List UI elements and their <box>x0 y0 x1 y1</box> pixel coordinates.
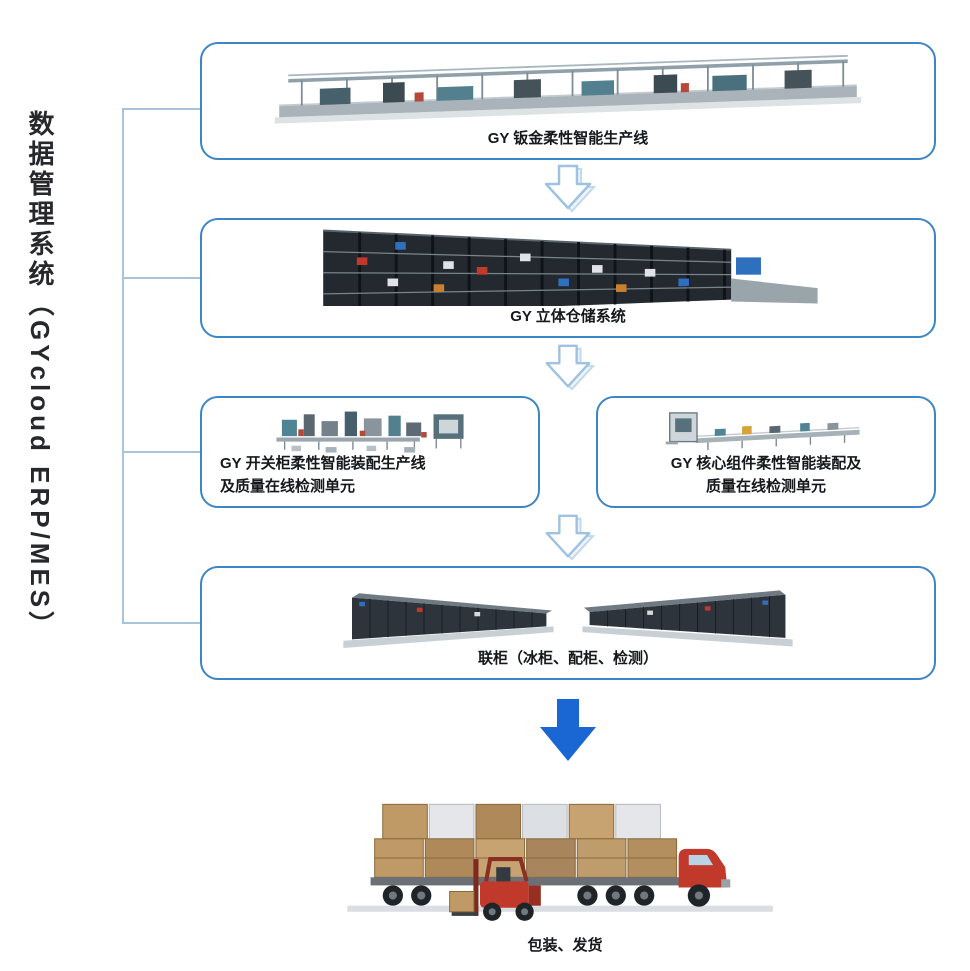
truck-loading-photo <box>320 778 790 930</box>
warehouse-photo <box>214 228 922 306</box>
switchgear-assembly-photo <box>214 406 526 453</box>
flow-box-sheet-metal-line: GY 钣金柔性智能生产线 <box>200 42 936 160</box>
flow-arrow-icon <box>536 512 600 569</box>
shipping-label: 包装、发货 <box>527 937 603 954</box>
cabinets-photo <box>214 576 922 648</box>
box-label-core-line1: GY 核心组件柔性智能装配及 <box>670 455 862 472</box>
bracket-stub-1 <box>122 108 200 110</box>
flow-arrow-solid-icon <box>532 698 604 771</box>
flow-box-warehouse: GY 立体仓储系统 <box>200 218 936 338</box>
box-label-switchgear-line2: 及质量在线检测单元 <box>220 477 356 495</box>
bracket-vertical-line <box>122 108 124 624</box>
switchgear-assembly-illustration <box>276 411 464 453</box>
sheet-metal-line-illustration <box>274 54 862 124</box>
box-label-core-line2: 质量在线检测单元 <box>705 477 826 495</box>
cabinets-illustration <box>343 590 793 648</box>
box-label-cabinets: 联柜（冰柜、配柜、检测） <box>477 649 658 667</box>
flow-box-cabinets: 联柜（冰柜、配柜、检测） <box>200 566 936 680</box>
truck-loading-illustration <box>347 803 773 921</box>
flow-arrow-icon <box>536 342 600 399</box>
warehouse-illustration <box>323 229 818 306</box>
sheet-metal-line-photo <box>214 52 922 128</box>
box-label-warehouse: GY 立体仓储系统 <box>510 307 626 325</box>
box-label-switchgear-line1: GY 开关柜柔性智能装配生产线 <box>220 455 426 472</box>
core-components-illustration <box>665 411 860 450</box>
core-components-photo <box>610 406 922 453</box>
bracket-stub-2 <box>122 277 200 279</box>
box-label-sheet-metal-line: GY 钣金柔性智能生产线 <box>487 129 649 147</box>
flow-box-switchgear-assembly: GY 开关柜柔性智能装配生产线 及质量在线检测单元 <box>200 396 540 508</box>
bracket-stub-4 <box>122 622 200 624</box>
flow-arrow-icon <box>536 162 600 221</box>
bracket-stub-3 <box>122 451 200 453</box>
flow-box-core-components: GY 核心组件柔性智能装配及 质量在线检测单元 <box>596 396 936 508</box>
data-management-system-label: 数据管理系统（GYcloud ERP/MES） <box>25 110 55 642</box>
